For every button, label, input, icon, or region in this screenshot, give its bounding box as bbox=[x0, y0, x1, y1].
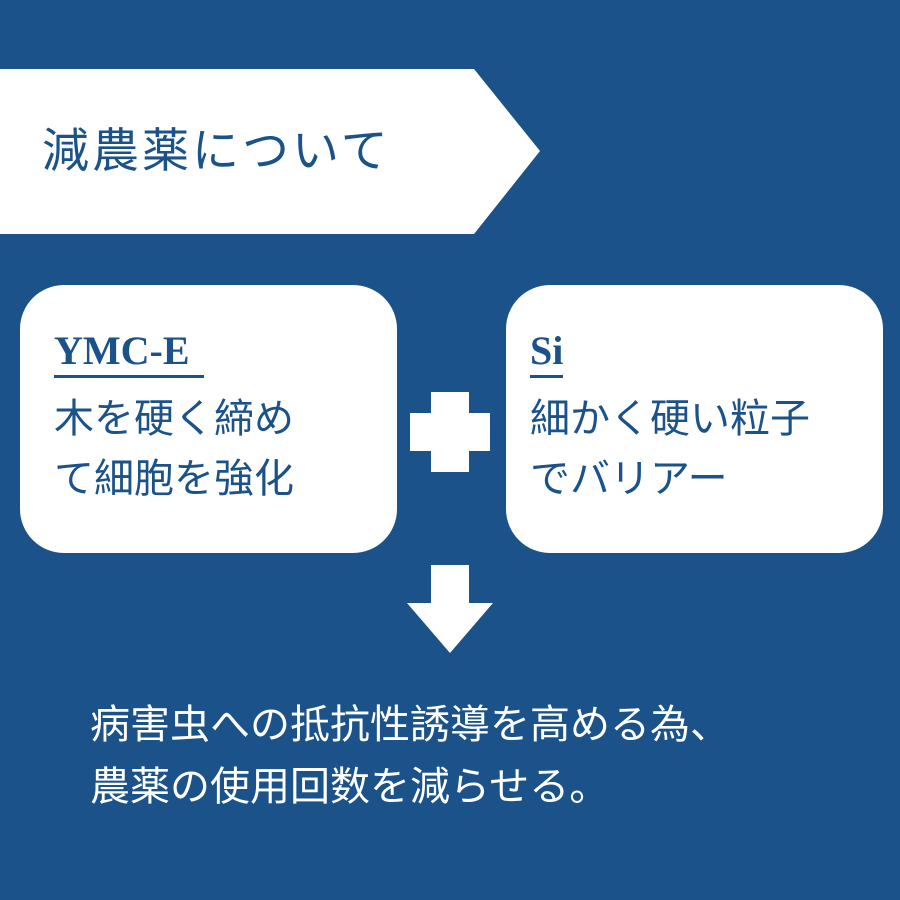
title-banner: 減農薬について bbox=[0, 69, 540, 234]
arrow-down-icon bbox=[407, 565, 493, 653]
card-body-ymc-e: 木を硬く締め て細胞を強化 bbox=[54, 389, 387, 509]
conclusion-text: 病害虫への抵抗性誘導を高める為、 農薬の使用回数を減らせる。 bbox=[90, 694, 890, 818]
card-heading-ymc-e: YMC-E bbox=[54, 329, 204, 378]
card-heading-si: Si bbox=[530, 329, 564, 378]
card-ymc-e: YMC-E 木を硬く締め て細胞を強化 bbox=[20, 285, 397, 553]
conclusion-line: 病害虫への抵抗性誘導を高める為、 bbox=[90, 702, 730, 748]
conclusion-line: 農薬の使用回数を減らせる。 bbox=[90, 764, 610, 810]
plus-icon bbox=[410, 392, 490, 472]
card-line: 細かく硬い粒子 bbox=[530, 396, 810, 442]
card-line: 木を硬く締め bbox=[54, 396, 294, 442]
card-si: Si 細かく硬い粒子 でバリアー bbox=[506, 285, 883, 553]
card-line: でバリアー bbox=[530, 456, 728, 502]
card-body-si: 細かく硬い粒子 でバリアー bbox=[530, 389, 873, 509]
card-line: て細胞を強化 bbox=[54, 456, 294, 502]
page-title: 減農薬について bbox=[42, 124, 391, 179]
